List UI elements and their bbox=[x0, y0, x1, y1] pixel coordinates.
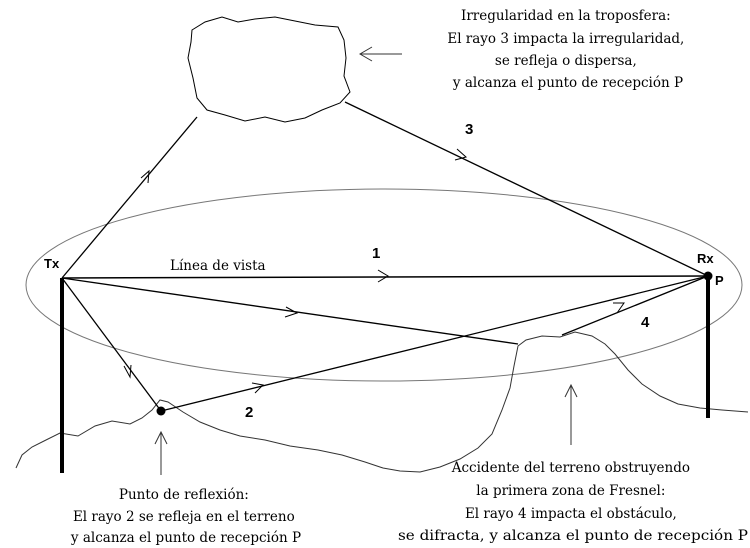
reflection-note-line: El rayo 2 se refleja en el terreno bbox=[73, 509, 295, 525]
ray-3-number: 3 bbox=[465, 121, 473, 138]
tx-label: Tx bbox=[44, 256, 60, 271]
ray-4-arrow-b bbox=[613, 302, 625, 314]
reflection-note-line: Punto de reflexión: bbox=[119, 487, 249, 503]
rx-point bbox=[703, 271, 713, 281]
terrain-profile bbox=[15, 331, 749, 473]
ray-4-to-rx bbox=[561, 275, 709, 336]
ray-2-down bbox=[61, 277, 162, 412]
p-label: P bbox=[715, 273, 724, 288]
troposphere-pointer-head bbox=[359, 46, 373, 62]
troposphere-note-line: se refleja o dispersa, bbox=[495, 53, 637, 69]
ray-2-number: 2 bbox=[245, 404, 253, 421]
ray-4-to-obstacle bbox=[61, 277, 519, 345]
obstacle-note: Accidente del terreno obstruyendo la pri… bbox=[398, 460, 748, 544]
reflection-note: Punto de reflexión: El rayo 2 se refleja… bbox=[70, 487, 301, 546]
ray-1-number: 1 bbox=[372, 245, 380, 262]
ray-2-arrow-down bbox=[123, 364, 132, 379]
line-of-sight-label: Línea de vista bbox=[170, 258, 266, 274]
ray-2-up bbox=[160, 275, 709, 412]
ray-3-arrow-down bbox=[454, 148, 468, 161]
ray-3-arrow-up bbox=[140, 169, 150, 184]
obstacle-note-line: Accidente del terreno obstruyendo bbox=[451, 460, 690, 476]
ray-1-arrow bbox=[377, 269, 389, 283]
reflection-point bbox=[156, 406, 166, 416]
ray-4-arrow-a bbox=[284, 306, 299, 318]
troposphere-note-line: Irregularidad en la troposfera: bbox=[461, 8, 671, 24]
reflection-pointer-head bbox=[154, 430, 168, 445]
obstacle-note-line: se difracta, y alcanza el punto de recep… bbox=[398, 528, 748, 544]
obstacle-pointer-head bbox=[564, 383, 578, 398]
ray-2-arrow-up bbox=[251, 382, 265, 394]
reflection-note-line: y alcanza el punto de recepción P bbox=[70, 530, 301, 546]
ray-4-number: 4 bbox=[641, 314, 650, 331]
ray-3-up bbox=[61, 116, 198, 279]
ray-3-down bbox=[344, 101, 709, 277]
ray-1-line bbox=[61, 275, 709, 279]
obstacle-note-line: la primera zona de Fresnel: bbox=[476, 483, 665, 499]
obstacle-note-line: El rayo 4 impacta el obstáculo, bbox=[465, 506, 677, 522]
troposphere-irregularity bbox=[187, 16, 351, 123]
troposphere-note-line: y alcanza el punto de recepción P bbox=[452, 75, 683, 91]
troposphere-note-line: El rayo 3 impacta la irregularidad, bbox=[447, 31, 684, 47]
fresnel-zone-ellipse bbox=[25, 188, 743, 382]
troposphere-note: Irregularidad en la troposfera: El rayo … bbox=[447, 8, 688, 91]
rx-label: Rx bbox=[697, 251, 714, 266]
